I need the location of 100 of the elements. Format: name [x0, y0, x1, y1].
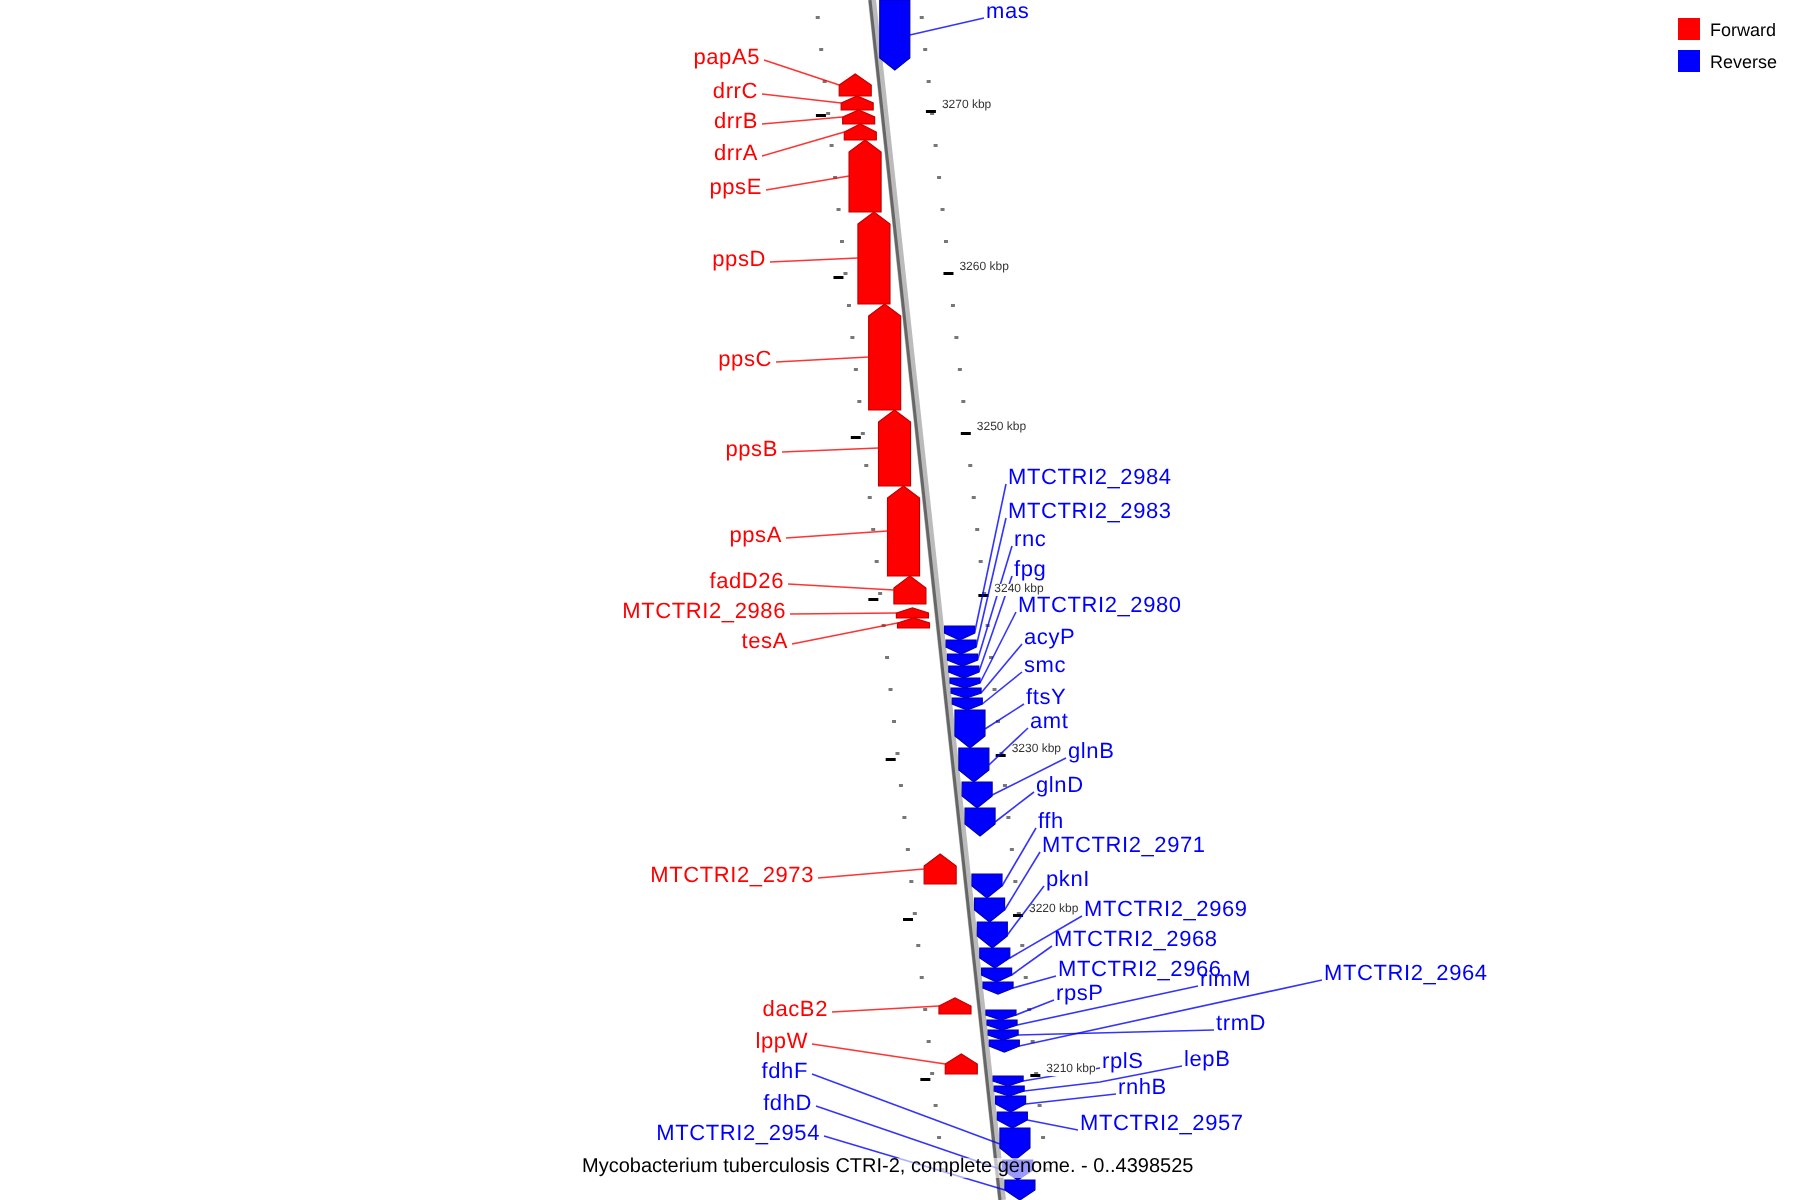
leader-line: [785, 530, 889, 539]
leader-line: [1010, 945, 1053, 976]
leader-line: [815, 1105, 1004, 1171]
gene-block: [938, 997, 972, 1015]
gene-label: MTCTRI2_2986: [622, 602, 786, 622]
gene-label: amt: [1030, 712, 1069, 732]
gene-label: rplS: [1102, 1052, 1144, 1072]
leader-line: [761, 116, 844, 125]
gene-block: [840, 95, 874, 111]
gene-label: rnhB: [1118, 1078, 1167, 1098]
leader-line: [789, 612, 898, 615]
leader-line: [817, 868, 925, 879]
leader-line: [988, 727, 1029, 766]
gene-block: [857, 211, 891, 305]
gene-block: [944, 1053, 978, 1075]
gene-label: tesA: [741, 632, 788, 652]
gene-label: ftsY: [1026, 688, 1067, 708]
leader-line: [1003, 851, 1041, 911]
gene-block: [981, 967, 1013, 983]
leader-line: [1006, 885, 1045, 936]
gene-block: [946, 653, 979, 667]
leader-line: [761, 131, 846, 157]
gene-label: ppsE: [709, 178, 762, 198]
gene-block: [948, 665, 980, 679]
gene-block: [999, 1127, 1031, 1161]
leader-line: [991, 757, 1067, 796]
gene-label: papA5: [693, 48, 760, 68]
leader-line: [811, 1073, 1001, 1145]
gene-block: [979, 947, 1011, 969]
leader-line: [775, 356, 870, 363]
gene-label: lppW: [755, 1032, 808, 1052]
gene-label: fadD26: [709, 572, 784, 592]
gene-label: pknI: [1046, 870, 1090, 890]
gene-label: MTCTRI2_2969: [1084, 900, 1248, 920]
gene-label: mas: [986, 2, 1030, 22]
leader-line: [811, 1043, 947, 1065]
leader-line: [831, 1005, 940, 1013]
gene-label: ppsB: [725, 440, 778, 460]
legend-label: Forward: [1710, 20, 1777, 40]
gene-label: ppsD: [712, 250, 766, 270]
gene-label: drrB: [714, 112, 758, 132]
gene-label: drrA: [714, 144, 758, 164]
leader-line: [1026, 1119, 1079, 1131]
gene-label: lepB: [1184, 1050, 1231, 1070]
gene-label: rnc: [1014, 530, 1047, 550]
gene-label: drrC: [712, 82, 758, 102]
leader-line: [984, 703, 1025, 730]
gene-block: [974, 897, 1006, 923]
gene-label: trmD: [1216, 1014, 1267, 1034]
gene-block: [961, 781, 993, 809]
gene-block: [879, 0, 911, 71]
gene-block: [996, 1111, 1028, 1129]
leader-line: [979, 611, 1017, 684]
gene-label: MTCTRI2_2957: [1080, 1114, 1244, 1134]
gene-label: MTCTRI2_2968: [1054, 930, 1218, 950]
leader-line: [1001, 827, 1037, 887]
gene-block: [896, 617, 931, 629]
gene-label: fpg: [1014, 560, 1047, 580]
leader-line: [765, 175, 850, 191]
gene-block: [971, 873, 1003, 899]
gene-block: [993, 1085, 1025, 1097]
leader-line: [975, 517, 1007, 648]
gene-label: glnB: [1068, 742, 1115, 762]
gene-block: [877, 409, 912, 487]
gene-label: MTCTRI2_2954: [656, 1124, 820, 1144]
gene-block: [987, 1029, 1019, 1041]
gene-label: fdhF: [761, 1062, 808, 1082]
leader-line: [1018, 979, 1323, 1047]
leader-line: [781, 447, 880, 453]
gene-label: MTCTRI2_2980: [1018, 596, 1182, 616]
leader-line: [978, 575, 1013, 673]
gene-block: [945, 639, 977, 655]
leader-line: [1015, 999, 1055, 1016]
gene-block: [944, 625, 976, 641]
leader-line: [787, 583, 895, 591]
gene-label: MTCTRI2_2984: [1008, 468, 1172, 488]
gene-block: [982, 981, 1014, 995]
gene-label: ppsC: [718, 350, 772, 370]
leader-line: [823, 1135, 1006, 1191]
gene-block: [986, 1019, 1018, 1031]
gene-label: MTCTRI2_2964: [1324, 964, 1488, 984]
gene-block: [923, 853, 957, 885]
gene-label: smc: [1024, 656, 1067, 676]
gene-label: ppsA: [729, 526, 782, 546]
gene-block: [988, 1039, 1020, 1053]
gene-label: MTCTRI2_2971: [1042, 836, 1206, 856]
gene-block: [949, 677, 981, 689]
leader-line: [1017, 1029, 1215, 1036]
leader-line: [1009, 915, 1083, 959]
leader-line: [1016, 985, 1199, 1026]
leader-line: [994, 791, 1035, 823]
gene-block: [992, 1075, 1024, 1087]
leader-line: [1023, 1065, 1183, 1092]
gene-label: fdhD: [763, 1094, 812, 1114]
leader-line: [909, 17, 985, 36]
gene-block: [985, 1009, 1017, 1021]
leader-line: [980, 643, 1023, 694]
gene-block: [995, 1095, 1027, 1113]
leader-line: [976, 545, 1013, 661]
gene-block: [976, 921, 1008, 949]
